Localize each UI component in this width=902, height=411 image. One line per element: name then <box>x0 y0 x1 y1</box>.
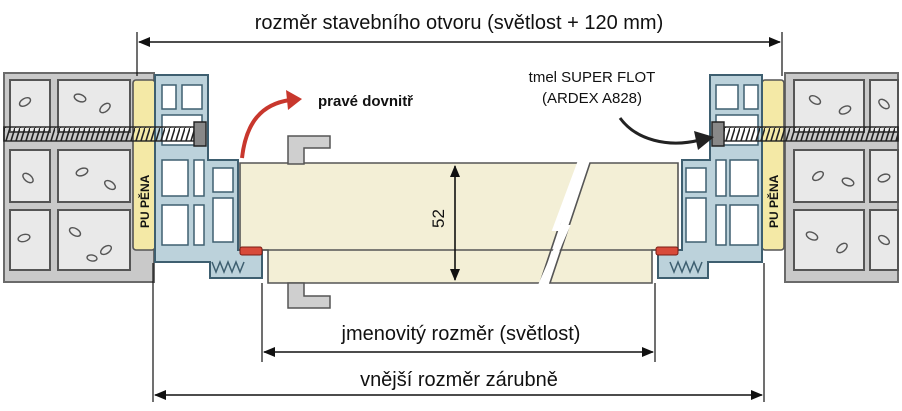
thickness-dimension: 52 <box>429 165 460 281</box>
left-foam: PU PĚNA <box>132 79 156 251</box>
black-arrow-icon <box>694 131 714 150</box>
foam-left-label: PU PĚNA <box>137 174 152 228</box>
right-wall <box>784 72 899 283</box>
left-screw <box>3 121 207 147</box>
sealant-callout: tmel SUPER FLOT (ARDEX A828) <box>529 69 714 150</box>
door-hinge-brackets <box>287 135 331 309</box>
wall-opening-dimension: rozměr stavebního otvoru (světlost + 120… <box>136 12 783 76</box>
opening-direction: pravé dovnitř <box>240 90 413 159</box>
sealant-label-line1: tmel SUPER FLOT <box>529 69 656 86</box>
right-frame-profile <box>657 74 763 279</box>
thickness-label: 52 <box>429 209 448 228</box>
left-wall <box>3 72 155 283</box>
wall-opening-label: rozměr stavebního otvoru (světlost + 120… <box>255 12 664 34</box>
nominal-label: jmenovitý rozměr (světlost) <box>341 323 581 345</box>
outer-frame-dimension: vnější rozměr zárubně <box>152 263 765 402</box>
red-arrow-icon <box>286 90 302 110</box>
outer-frame-label: vnější rozměr zárubně <box>360 369 558 391</box>
opening-direction-label: pravé dovnitř <box>318 93 413 110</box>
seals <box>239 246 679 256</box>
sealant-label-line2: (ARDEX A828) <box>542 90 642 107</box>
foam-right-label: PU PĚNA <box>766 174 781 228</box>
door-leaf <box>239 156 679 290</box>
right-foam: PU PĚNA <box>761 79 785 251</box>
nominal-dimension: jmenovitý rozměr (světlost) <box>261 283 656 362</box>
